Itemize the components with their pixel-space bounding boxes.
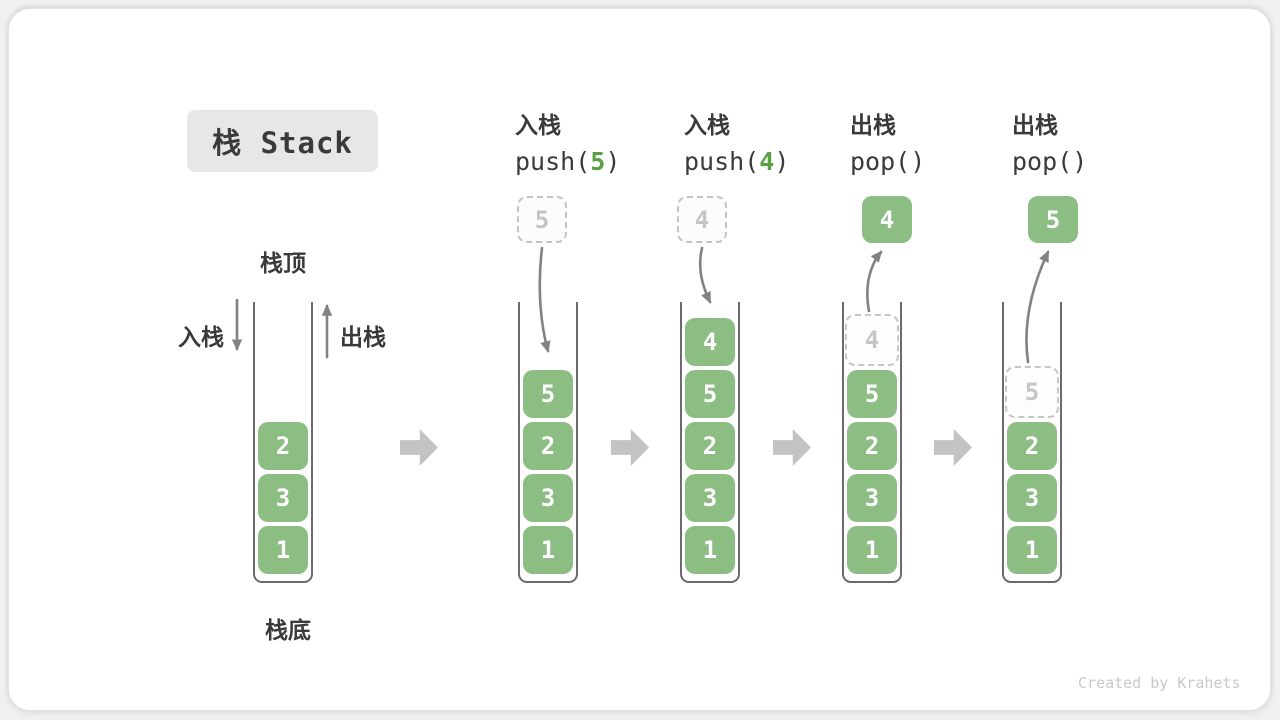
stack-element: 1: [523, 526, 573, 574]
op-header-push5: 入栈 push(5): [515, 106, 620, 176]
op-code-label: push(4): [684, 147, 790, 176]
stack-element: 2: [258, 422, 308, 470]
stack-element: 1: [1007, 526, 1057, 574]
stack-after-push4: 4 5 2 3 1: [680, 302, 740, 583]
stack-after-push5: 5 2 3 1: [518, 302, 578, 583]
pop-direction-label: 出栈: [340, 324, 386, 350]
title-badge: 栈 Stack: [187, 110, 378, 172]
op-code-label: pop(): [1012, 147, 1088, 176]
stack-element: 2: [685, 422, 735, 470]
stack-element: 5: [685, 370, 735, 418]
incoming-element-box: 5: [517, 196, 567, 243]
stack-after-pop5: 5 2 3 1: [1002, 302, 1062, 583]
stack-element: 2: [1007, 422, 1057, 470]
op-code-label: pop(): [850, 147, 926, 176]
popped-element-box: 4: [862, 196, 912, 243]
op-header-push4: 入栈 push(4): [684, 106, 789, 176]
stack-element: 3: [847, 474, 897, 522]
stack-element-ghost: 5: [1005, 366, 1059, 418]
stack-element: 2: [847, 422, 897, 470]
popped-element-box: 5: [1028, 196, 1078, 243]
stack-element: 1: [258, 526, 308, 574]
stack-element: 1: [685, 526, 735, 574]
push-direction-label: 入栈: [178, 324, 224, 350]
stack-bottom-label: 栈底: [265, 617, 311, 643]
watermark: Created by Krahets: [1078, 674, 1241, 692]
stack-top-label: 栈顶: [260, 250, 306, 276]
stack-element: 3: [258, 474, 308, 522]
stack-element: 3: [523, 474, 573, 522]
op-header-pop2: 出栈 pop(): [1012, 106, 1087, 176]
op-code-label: push(5): [515, 147, 621, 176]
stack-initial: 2 3 1: [253, 302, 313, 583]
stack-element: 5: [523, 370, 573, 418]
stack-element: 5: [847, 370, 897, 418]
stack-element-ghost: 4: [845, 314, 899, 366]
op-zh-label: 出栈: [850, 112, 896, 138]
stack-element: 4: [685, 318, 735, 366]
op-zh-label: 入栈: [684, 112, 730, 138]
stack-element: 3: [685, 474, 735, 522]
stack-element: 2: [523, 422, 573, 470]
incoming-element-box: 4: [677, 196, 727, 243]
op-header-pop1: 出栈 pop(): [850, 106, 925, 176]
stack-element: 1: [847, 526, 897, 574]
page-title: 栈 Stack: [212, 126, 353, 160]
stack-after-pop4: 4 5 2 3 1: [842, 302, 902, 583]
op-zh-label: 入栈: [515, 112, 561, 138]
stack-element: 3: [1007, 474, 1057, 522]
op-zh-label: 出栈: [1012, 112, 1058, 138]
